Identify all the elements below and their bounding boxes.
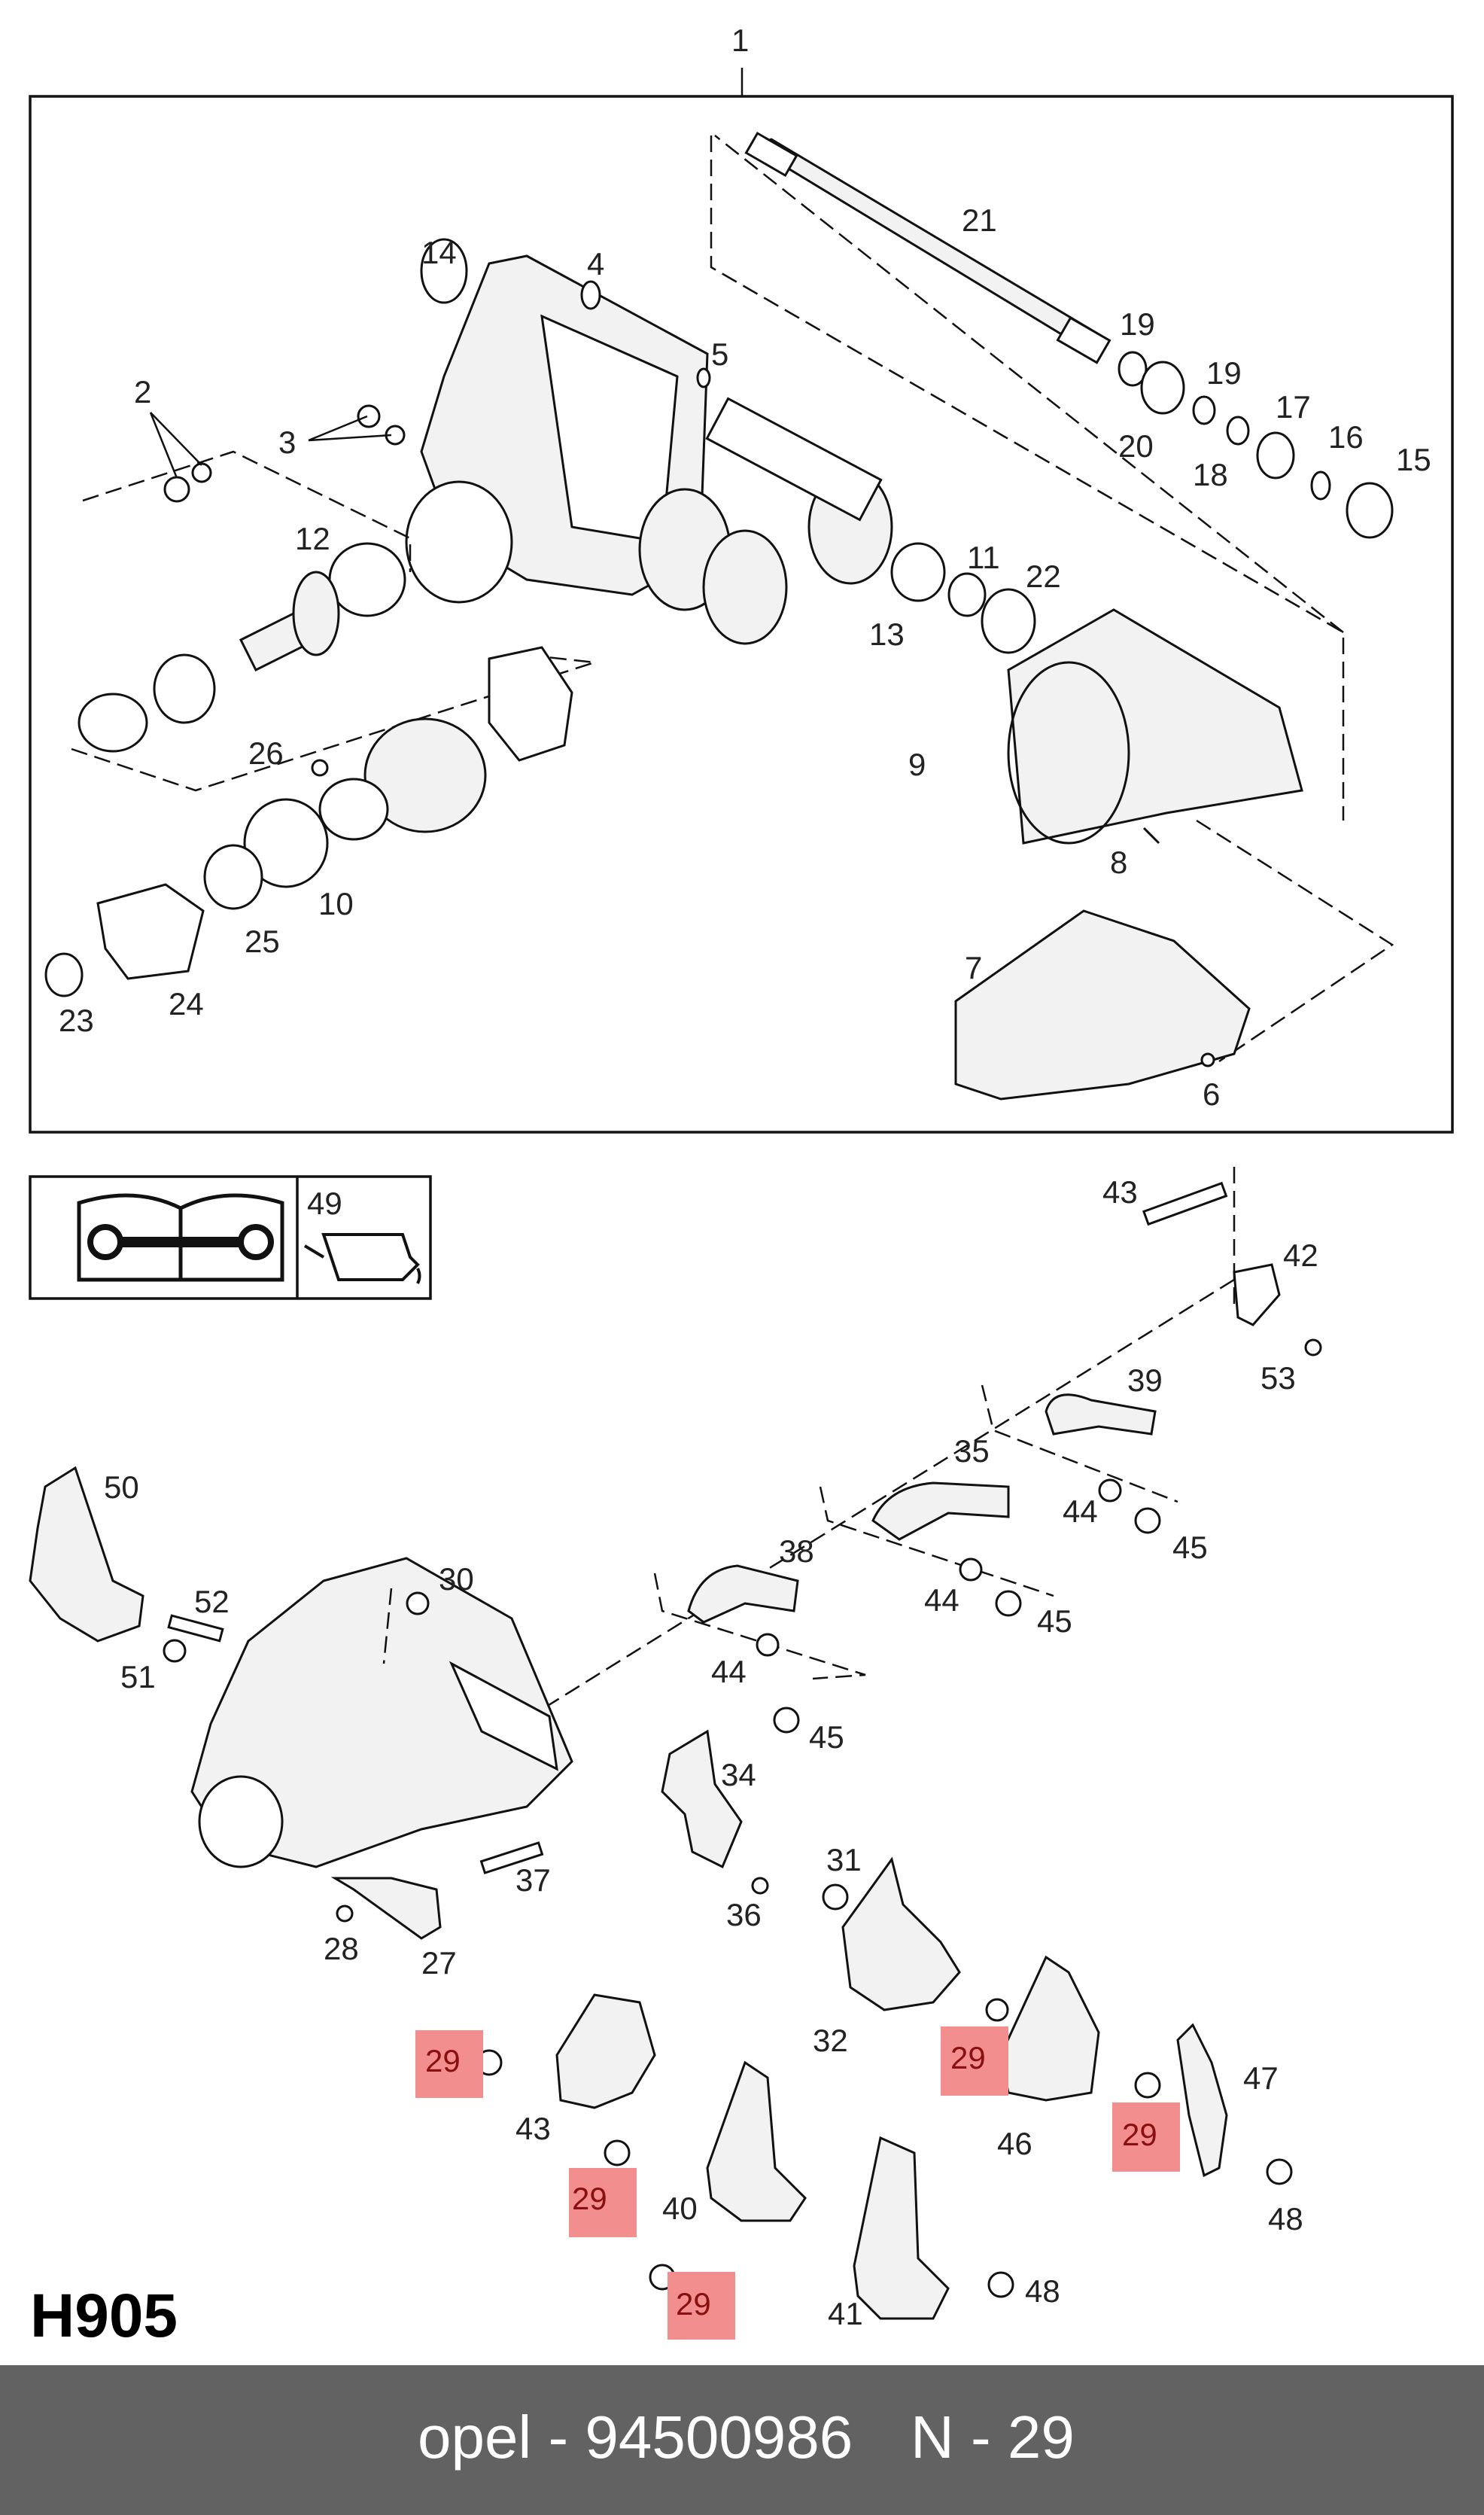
part-number-label: 12 bbox=[295, 521, 330, 556]
diagram-code: H905 bbox=[30, 2282, 178, 2350]
part-number-label: 43 bbox=[515, 2111, 551, 2146]
part-number-label: 20 bbox=[1118, 428, 1154, 464]
part-number-label: 5 bbox=[711, 336, 728, 372]
part-number-label: 43 bbox=[1102, 1174, 1138, 1210]
part-number-label: 14 bbox=[421, 235, 457, 270]
part-number-label: 11 bbox=[967, 540, 1000, 575]
cross-brackets bbox=[687, 1393, 1157, 1624]
highlight-29-a: 29 bbox=[415, 2030, 483, 2098]
highlighted-part-label: 29 bbox=[1122, 2117, 1157, 2152]
highlighted-part-label: 29 bbox=[425, 2043, 461, 2078]
transfer-case-assembly bbox=[190, 1557, 573, 1868]
part-number-label: 4 bbox=[587, 246, 604, 282]
part-number-label: 35 bbox=[954, 1433, 990, 1469]
part-number-label: 7 bbox=[965, 950, 982, 985]
part-number-label: 41 bbox=[828, 2296, 863, 2331]
gear-set bbox=[638, 397, 893, 645]
highlighted-part-label: 29 bbox=[572, 2181, 607, 2216]
highlight-29-c: 29 bbox=[1112, 2102, 1180, 2172]
part-number-label: 13 bbox=[869, 617, 905, 652]
bracket-34 bbox=[661, 1729, 743, 1869]
seal-collar bbox=[44, 646, 573, 997]
part-number-label: 31 bbox=[826, 1842, 862, 1877]
part-number-label: 53 bbox=[1260, 1360, 1296, 1396]
part-number-label: 28 bbox=[324, 1931, 359, 1966]
part-number-label: 23 bbox=[59, 1003, 94, 1038]
part-number-label: 42 bbox=[1283, 1238, 1318, 1273]
part-number-label: 3 bbox=[278, 425, 296, 460]
part-number-label: 32 bbox=[813, 2023, 848, 2058]
highlight-29-b: 29 bbox=[941, 2026, 1008, 2096]
bolts-51-52 bbox=[163, 1614, 224, 1663]
part-number-label: 19 bbox=[1206, 355, 1242, 391]
part-number-label: 52 bbox=[194, 1584, 230, 1619]
part-number-label: 47 bbox=[1243, 2060, 1279, 2096]
part-number-label: 19 bbox=[1120, 306, 1155, 342]
bracket-42 bbox=[1233, 1263, 1281, 1326]
part-number-label: 48 bbox=[1268, 2201, 1303, 2236]
footer-part-number: N - 29 bbox=[911, 2404, 1075, 2471]
highlight-29-d: 29 bbox=[569, 2168, 637, 2237]
part-number-label: 46 bbox=[997, 2126, 1032, 2161]
manual-oil-box: 49 bbox=[29, 1175, 432, 1300]
part-number-label: 2 bbox=[134, 374, 151, 410]
part-number-label: 16 bbox=[1328, 419, 1364, 455]
output-shaft bbox=[744, 131, 1111, 364]
part-number-label: 37 bbox=[515, 1862, 551, 1898]
part-number-label: 10 bbox=[318, 886, 354, 921]
part-number-label: 8 bbox=[1110, 845, 1127, 880]
part-number-label: 6 bbox=[1203, 1076, 1220, 1112]
mount-bracket-50 bbox=[29, 1466, 144, 1643]
heat-shield bbox=[954, 909, 1251, 1101]
transfer-case-housing bbox=[405, 238, 711, 604]
highlight-29-e: 29 bbox=[667, 2272, 735, 2340]
oil-can-icon bbox=[303, 1233, 421, 1284]
oil-label: 49 bbox=[307, 1186, 342, 1221]
small-bolts-lower bbox=[756, 1478, 1161, 1734]
part-number-label: 26 bbox=[248, 735, 284, 771]
part-number-label: 40 bbox=[662, 2191, 698, 2226]
part-number-label: 17 bbox=[1276, 389, 1311, 425]
footer-brand: opel - 94500986 bbox=[418, 2404, 853, 2471]
part-number-label: 39 bbox=[1127, 1363, 1163, 1398]
footer-bar: opel - 94500986 N - 29 bbox=[0, 2365, 1484, 2515]
part-number-label: 44 bbox=[1063, 1493, 1098, 1529]
part-number-label: 30 bbox=[439, 1561, 474, 1597]
part-number-label: 15 bbox=[1396, 442, 1431, 477]
part-number-label: 24 bbox=[169, 986, 204, 1022]
plug-bolts bbox=[149, 404, 406, 503]
input-shaft-assembly bbox=[78, 542, 406, 753]
part-number-label: 48 bbox=[1025, 2273, 1060, 2309]
part-number-label: 18 bbox=[1193, 457, 1228, 492]
part-number-label: 44 bbox=[924, 1582, 959, 1618]
repair-manual-icon bbox=[77, 1193, 284, 1282]
part-number-label: 51 bbox=[120, 1659, 156, 1694]
part-number-label: 45 bbox=[1037, 1603, 1072, 1639]
shield-27 bbox=[330, 1877, 442, 1940]
mount-brackets-lower bbox=[555, 1856, 1228, 2320]
part-number-label: 50 bbox=[104, 1469, 139, 1505]
highlighted-part-label: 29 bbox=[950, 2040, 986, 2075]
part-number-label: 45 bbox=[809, 1719, 844, 1755]
part-number-label: 34 bbox=[721, 1757, 756, 1792]
part-number-label: 36 bbox=[726, 1897, 762, 1932]
part-number-label: 21 bbox=[962, 202, 997, 238]
assembly-label: 1 bbox=[731, 23, 749, 58]
part-number-label: 25 bbox=[245, 924, 280, 959]
stud-bolt bbox=[1142, 1181, 1228, 1226]
highlighted-part-label: 29 bbox=[676, 2286, 711, 2322]
part-number-label: 9 bbox=[908, 747, 926, 782]
rear-cover bbox=[890, 542, 1303, 845]
part-number-label: 38 bbox=[779, 1533, 814, 1569]
part-number-label: 27 bbox=[421, 1945, 457, 1981]
part-number-label: 44 bbox=[711, 1654, 747, 1689]
ring-set-upper bbox=[1118, 351, 1394, 539]
part-number-label: 22 bbox=[1026, 559, 1061, 594]
part-number-label: 45 bbox=[1172, 1530, 1208, 1565]
